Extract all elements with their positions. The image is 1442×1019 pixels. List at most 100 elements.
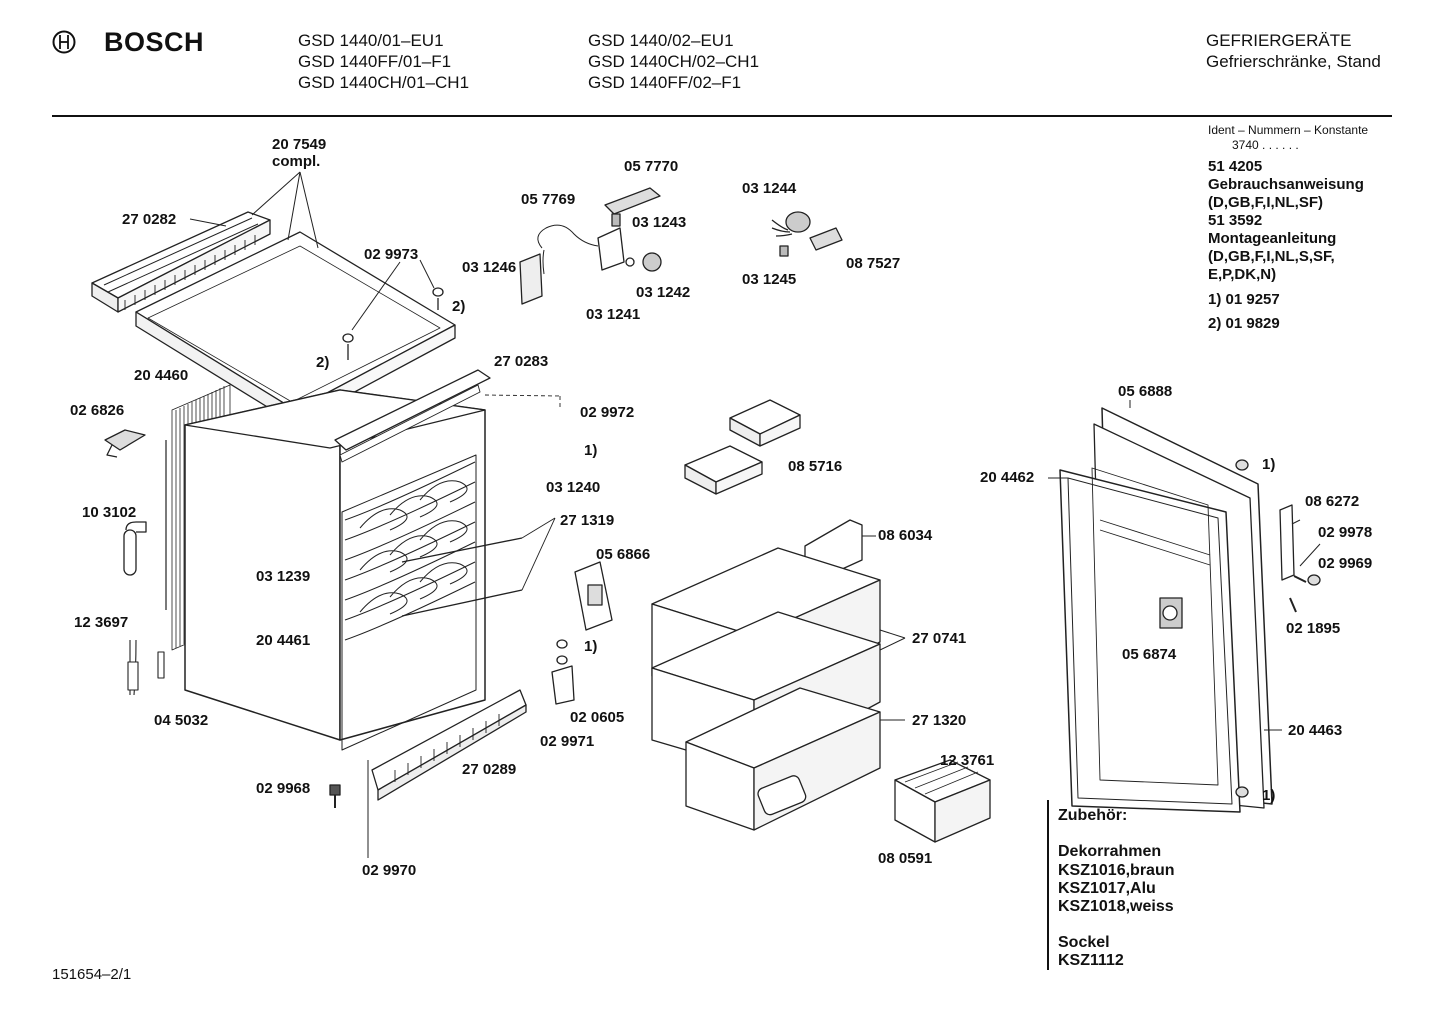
model-list-1: GSD 1440/01–EU1 GSD 1440FF/01–F1 GSD 144… xyxy=(298,30,469,93)
part-label: 05 7769 xyxy=(521,191,576,208)
category-subtitle: Gefrierschränke, Stand xyxy=(1206,52,1381,71)
part-label: 20 7549 xyxy=(272,136,327,153)
door-hinge xyxy=(1236,460,1320,797)
base-title: Sockel xyxy=(1058,934,1110,951)
part-label: 02 6826 xyxy=(70,402,125,419)
part-label: 08 7527 xyxy=(846,255,901,272)
part-label: 02 9972 xyxy=(580,404,635,421)
shelf-rail xyxy=(402,518,555,616)
part-label: 08 0591 xyxy=(878,850,933,867)
ice-cube-tray xyxy=(895,760,990,842)
part-label: 20 4462 xyxy=(980,469,1035,486)
category-block: GEFRIERGERÄTE Gefrierschränke, Stand xyxy=(1206,30,1381,72)
part-label: compl. xyxy=(272,153,321,170)
ident-value: 3740 . . . . . . xyxy=(1232,138,1299,152)
thermostat-assembly xyxy=(520,188,661,304)
doc1-number: 51 4205 xyxy=(1208,158,1263,175)
part-label: 05 6888 xyxy=(1118,383,1173,400)
model-item: GSD 1440CH/01–CH1 xyxy=(298,73,470,92)
part-label: 10 3102 xyxy=(82,504,137,521)
leader-lines xyxy=(190,172,434,330)
part-label: 02 1895 xyxy=(1286,620,1341,637)
clip-part xyxy=(105,430,145,457)
doc2-title: Montageanleitung xyxy=(1208,230,1337,247)
part-label: 27 1319 xyxy=(560,512,615,529)
accessories-rule xyxy=(1047,800,1049,970)
cold-pack xyxy=(685,400,800,494)
header-rule xyxy=(52,115,1392,117)
part-label: 20 4461 xyxy=(256,632,311,649)
model-item: GSD 1440FF/01–F1 xyxy=(298,52,452,71)
freezer-door xyxy=(1060,408,1272,812)
part-label: 03 1243 xyxy=(632,214,687,231)
part-label: 12 3697 xyxy=(74,614,129,631)
part-label: 12 3761 xyxy=(940,752,995,769)
evaporator-shelves xyxy=(345,462,475,640)
part-label: 04 5032 xyxy=(154,712,209,729)
part-label: 08 6034 xyxy=(878,527,933,544)
doc1-langs: (D,GB,F,I,NL,SF) xyxy=(1208,194,1323,211)
bosch-logo-icon xyxy=(52,30,76,54)
category-title: GEFRIERGERÄTE xyxy=(1206,31,1352,50)
cabinet-body xyxy=(185,390,485,750)
part-label: 27 0289 xyxy=(462,761,517,778)
brand-name: BOSCH xyxy=(104,27,205,57)
part-label: 03 1239 xyxy=(256,568,311,585)
model-list-2: GSD 1440/02–EU1 GSD 1440CH/02–CH1 GSD 14… xyxy=(588,30,759,93)
frames-item: KSZ1016,braun xyxy=(1058,862,1175,879)
accessories-heading: Zubehör: xyxy=(1058,807,1128,824)
leader-lines xyxy=(1048,400,1320,730)
frames-item: KSZ1018,weiss xyxy=(1058,898,1174,915)
base-item: KSZ1112 xyxy=(1058,952,1124,969)
part-label: 08 5716 xyxy=(788,458,843,475)
part-label: 05 6866 xyxy=(596,546,651,563)
footnote-marker: 2) xyxy=(316,354,330,371)
screw-icon xyxy=(330,785,340,808)
bottom-vent-grille xyxy=(368,690,526,858)
footnote-2: 2) 01 9829 xyxy=(1208,315,1280,332)
part-label: 03 1241 xyxy=(586,306,641,323)
part-label: 20 4460 xyxy=(134,367,189,384)
part-label: 27 0283 xyxy=(494,353,549,370)
lamp-assembly xyxy=(772,212,842,256)
part-label: 02 0605 xyxy=(570,709,625,726)
part-label: 05 6874 xyxy=(1122,646,1177,663)
part-label: 27 0282 xyxy=(122,211,177,228)
model-item: GSD 1440/02–EU1 xyxy=(588,31,734,50)
part-label: 03 1242 xyxy=(636,284,691,301)
frames-item: KSZ1017,Alu xyxy=(1058,880,1156,897)
part-label: 03 1245 xyxy=(742,271,797,288)
footnote-marker: 1) xyxy=(584,638,598,655)
freezer-drawer xyxy=(686,688,880,830)
part-label: 02 9968 xyxy=(256,780,311,797)
top-vent-grille xyxy=(92,212,270,312)
doc2-langs: (D,GB,F,I,NL,S,SF, xyxy=(1208,248,1335,265)
part-label: 27 1320 xyxy=(912,712,967,729)
part-label: 20 4463 xyxy=(1288,722,1343,739)
screw-icon xyxy=(343,288,443,360)
part-label: 02 9970 xyxy=(362,862,417,879)
frames-title: Dekorrahmen xyxy=(1058,843,1162,860)
ident-label: Ident – Nummern – Konstante xyxy=(1208,123,1369,137)
part-label: 05 7770 xyxy=(624,158,679,175)
part-label: 02 9969 xyxy=(1318,555,1373,572)
part-label: 03 1244 xyxy=(742,180,797,197)
footnote-1: 1) 01 9257 xyxy=(1208,291,1280,308)
model-item: GSD 1440/01–EU1 xyxy=(298,31,444,50)
footnote-marker: 2) xyxy=(452,298,466,315)
mounting-plate xyxy=(575,562,612,630)
part-label: 02 9973 xyxy=(364,246,419,263)
document-reference: 151654–2/1 xyxy=(52,966,132,983)
model-item: GSD 1440FF/02–F1 xyxy=(588,73,742,92)
part-label: 08 6272 xyxy=(1305,493,1360,510)
footnote-marker: 1) xyxy=(1262,787,1276,804)
thermostat-knob xyxy=(124,522,146,575)
part-label: 27 0741 xyxy=(912,630,967,647)
leader-lines xyxy=(862,536,905,720)
footnote-marker: 1) xyxy=(1262,456,1276,473)
part-label: 02 9971 xyxy=(540,733,595,750)
hinge xyxy=(552,640,574,704)
footnote-marker: 1) xyxy=(584,442,598,459)
sensor-wire xyxy=(128,640,164,695)
